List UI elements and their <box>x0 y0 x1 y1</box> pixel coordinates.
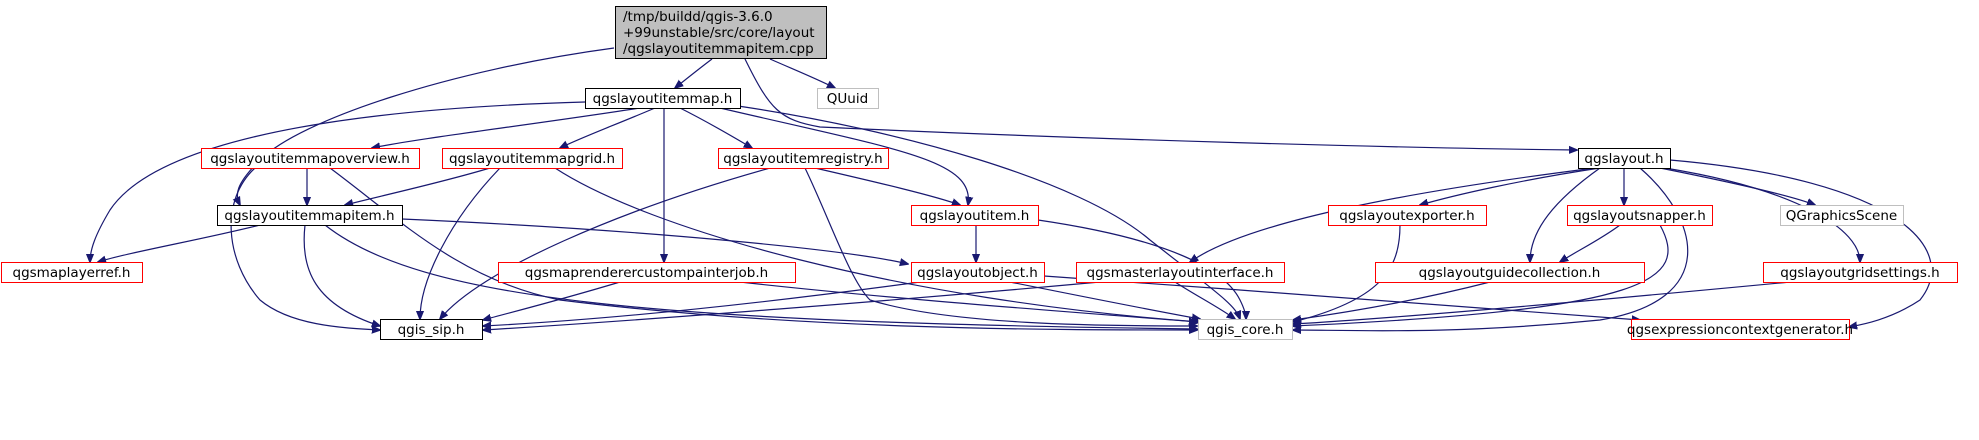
edge-layoutitemmap-to-core <box>737 105 1240 319</box>
edge-itemregistry-to-sip <box>440 167 771 319</box>
node-root-label-line-3: /qgslayoutitemmapitem.cpp <box>623 41 814 57</box>
node-label: qgslayoutobject.h <box>917 265 1038 281</box>
edge-root-to-layoutitemmap <box>675 58 713 88</box>
node-qgslayoutgridsettings-h[interactable]: qgslayoutgridsettings.h <box>1763 262 1958 283</box>
edge-layoutitemmap-to-itemregistry <box>679 107 752 148</box>
edge-layout-to-exporter <box>1420 167 1601 205</box>
edge-mapoverview-to-core <box>329 167 1197 330</box>
node-root-label-line-2: +99unstable/src/core/layout <box>623 25 815 41</box>
edge-guidecollection-to-core <box>1293 281 1491 320</box>
node-qgis-core-h[interactable]: qgis_core.h <box>1198 319 1293 340</box>
edge-painterjob-to-sip <box>483 281 621 320</box>
node-label: qgslayoutgridsettings.h <box>1780 265 1939 281</box>
edge-itemregistry-to-core <box>804 167 1197 326</box>
edge-itemregistry-to-layoutitem <box>814 167 960 205</box>
node-root-label-line-1: /tmp/buildd/qgis-3.6.0 <box>623 9 773 25</box>
node-qgslayoutitemmapgrid-h[interactable]: qgslayoutitemmapgrid.h <box>442 148 623 169</box>
node-qgslayoutitemmap-h[interactable]: qgslayoutitemmap.h <box>585 88 741 109</box>
edge-root-to-mapitem <box>237 47 615 205</box>
edge-snapper-to-core <box>1293 224 1669 326</box>
node-label: qgslayoutexporter.h <box>1339 208 1475 224</box>
node-qgslayoutitem-h[interactable]: qgslayoutitem.h <box>911 205 1039 226</box>
node-qgslayoutitemmapitem-h[interactable]: qgslayoutitemmapitem.h <box>217 205 403 226</box>
edge-layout-to-guidecollection <box>1530 167 1601 262</box>
node-label: qgslayoutitemmapgrid.h <box>449 151 615 167</box>
node-qgsmasterlayoutinterface-h[interactable]: qgsmasterlayoutinterface.h <box>1076 262 1285 283</box>
edge-painterjob-to-core <box>739 281 1197 322</box>
edge-mapgrid-to-mapitem <box>345 167 491 205</box>
node-label: qgslayoutsnapper.h <box>1573 208 1706 224</box>
node-qgraphicsscene[interactable]: QGraphicsScene <box>1780 205 1904 226</box>
node-qgsexpressioncontextgenerator-h[interactable]: qgsexpressioncontextgenerator.h <box>1627 319 1853 340</box>
edge-layoutobject-to-sip <box>483 281 921 326</box>
edge-layout-to-exprctx <box>1669 159 1933 327</box>
edge-gridsettings-to-core <box>1293 281 1791 324</box>
node-label: qgslayoutitemmapoverview.h <box>210 151 410 167</box>
edge-layoutobject-to-core <box>1009 281 1200 319</box>
node-label: qgis_core.h <box>1207 322 1284 338</box>
node-label: qgsexpressioncontextgenerator.h <box>1627 322 1853 338</box>
node-label: qgslayoutitemmapitem.h <box>224 208 394 224</box>
node-qgis-sip-h[interactable]: qgis_sip.h <box>380 319 483 340</box>
node-label: qgsmaprenderercustompainterjob.h <box>525 265 768 281</box>
edge-layout-to-graphicsscene <box>1659 167 1815 205</box>
edge-mapoverview-to-sip <box>230 167 380 330</box>
edge-mapgrid-to-core <box>554 167 1200 322</box>
edge-layoutitemmap-to-mapoverview <box>372 107 641 148</box>
node-qgslayoutitemregistry-h[interactable]: qgslayoutitemregistry.h <box>718 148 889 169</box>
node-qgslayoutexporter-h[interactable]: qgslayoutexporter.h <box>1328 205 1487 226</box>
node-label: qgslayoutitemregistry.h <box>723 151 882 167</box>
edge-layoutitemmap-to-layoutitem <box>719 107 968 205</box>
edge-mapitem-to-core <box>324 224 1197 329</box>
node-label: qgslayoutguidecollection.h <box>1419 265 1601 281</box>
edge-snapper-to-guidecollection <box>1560 224 1621 262</box>
edge-mapitem-to-layoutobject <box>401 218 908 264</box>
node-label: qgslayoutitem.h <box>920 208 1030 224</box>
node-label: qgslayoutitemmap.h <box>593 91 733 107</box>
node-label: qgslayout.h <box>1584 151 1663 167</box>
edge-masterlayout-to-sip <box>483 281 1101 330</box>
node-root-qgslayoutitemmapitem-cpp[interactable]: /tmp/buildd/qgis-3.6.0 +99unstable/src/c… <box>615 6 827 59</box>
node-qgslayoutguidecollection-h[interactable]: qgslayoutguidecollection.h <box>1375 262 1645 283</box>
node-qgslayout-h[interactable]: qgslayout.h <box>1578 148 1671 169</box>
edge-layout-to-core <box>1293 167 1689 331</box>
node-qgsmaplayerref-h[interactable]: qgsmaplayerref.h <box>1 262 143 283</box>
node-quuid[interactable]: QUuid <box>817 88 879 109</box>
nodes-layer: /tmp/buildd/qgis-3.6.0 +99unstable/src/c… <box>1 6 1958 340</box>
node-label: QGraphicsScene <box>1786 208 1897 224</box>
edge-layoutitemmap-to-maplayerref <box>90 101 586 262</box>
node-label: qgis_sip.h <box>398 322 465 338</box>
edge-layoutitemmap-to-mapgrid <box>560 107 656 148</box>
node-label: qgsmaplayerref.h <box>13 265 131 281</box>
node-label: qgsmasterlayoutinterface.h <box>1087 265 1274 281</box>
node-qgslayoutsnapper-h[interactable]: qgslayoutsnapper.h <box>1567 205 1713 226</box>
edge-mapitem-to-maplayerref <box>98 224 261 262</box>
edge-root-to-quuid <box>769 58 835 88</box>
edge-mapitem-to-sip <box>303 224 380 326</box>
edges-layer <box>90 47 1933 331</box>
node-qgslayoutitemmapoverview-h[interactable]: qgslayoutitemmapoverview.h <box>201 148 420 169</box>
node-label: QUuid <box>827 91 868 107</box>
node-qgsmaprenderercustompainterjob-h[interactable]: qgsmaprenderercustompainterjob.h <box>498 262 796 283</box>
edge-masterlayout-to-core <box>1174 281 1235 319</box>
edge-mapgrid-to-sip <box>420 167 501 319</box>
node-qgslayoutobject-h[interactable]: qgslayoutobject.h <box>911 262 1045 283</box>
